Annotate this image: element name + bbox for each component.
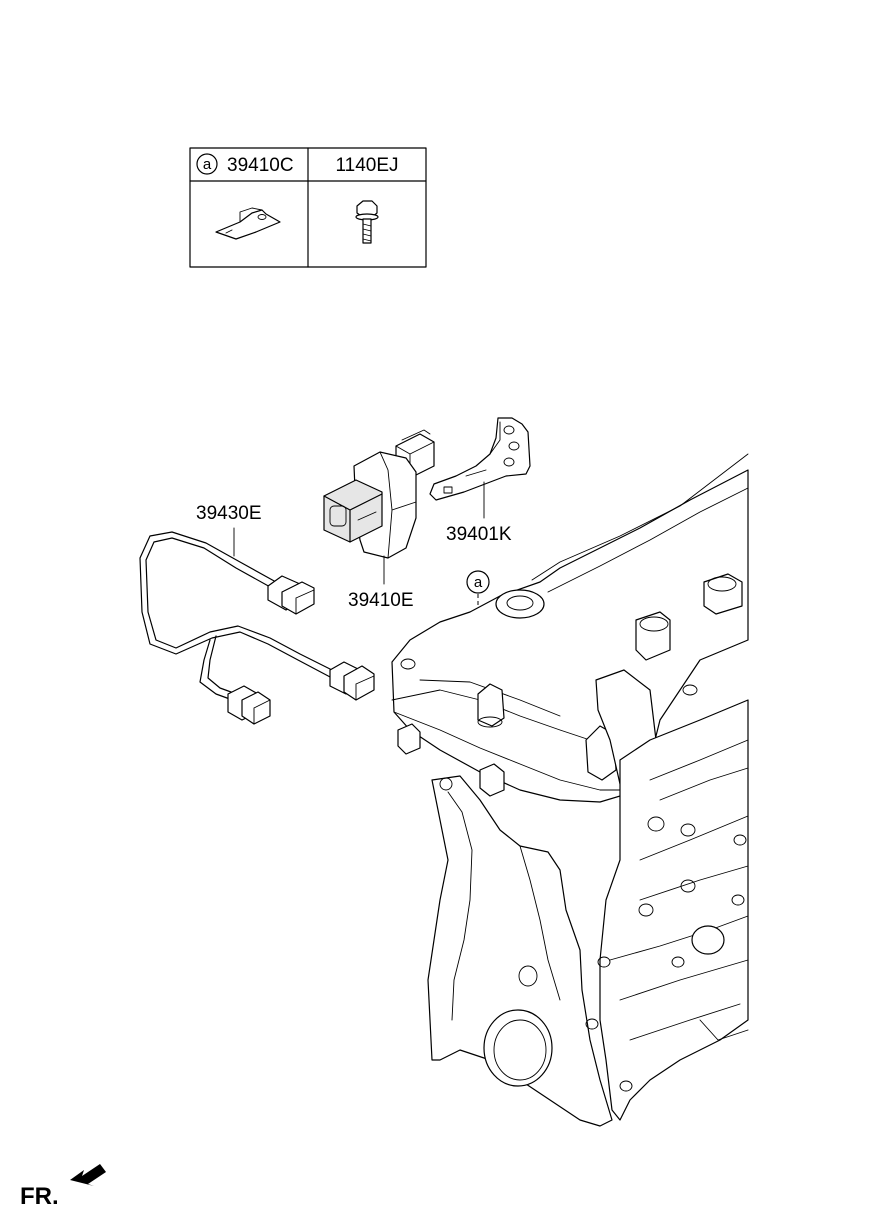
front-direction-indicator: FR. xyxy=(20,1164,106,1210)
harness-connector-top xyxy=(267,575,315,615)
bracket-hole-bottom xyxy=(503,457,515,467)
front-direction-arrow-icon xyxy=(70,1164,106,1186)
harness-connector-right xyxy=(329,661,375,701)
harness-connector-bottom xyxy=(227,685,271,725)
legend-marker-circle xyxy=(196,153,218,175)
block-boss xyxy=(691,925,725,955)
location-marker-letter: a xyxy=(474,574,483,591)
callout-sensor: 39410E xyxy=(348,590,414,611)
wiring-harness xyxy=(139,531,375,725)
front-direction-label: FR. xyxy=(20,1183,59,1210)
legend-table: a 39410C 1140EJ xyxy=(189,147,427,268)
bracket-hole-top xyxy=(503,425,515,435)
engine-block-illustration xyxy=(391,453,749,1127)
location-marker-circle xyxy=(466,570,490,594)
legend-part-number-1: 39410C xyxy=(227,155,294,176)
flange-bolt-illustration xyxy=(355,200,379,244)
sensor-bracket xyxy=(429,417,531,501)
cover-boss-1 xyxy=(495,589,545,619)
legend-part-number-2: 1140EJ xyxy=(335,155,398,176)
sensor-assembly xyxy=(323,429,435,559)
callout-wiring-harness: 39430E xyxy=(196,503,262,524)
clip-bracket-illustration xyxy=(215,207,281,240)
callout-bracket: 39401K xyxy=(446,524,512,545)
bracket-hole-middle xyxy=(508,441,520,451)
legend-marker-letter: a xyxy=(203,156,212,173)
